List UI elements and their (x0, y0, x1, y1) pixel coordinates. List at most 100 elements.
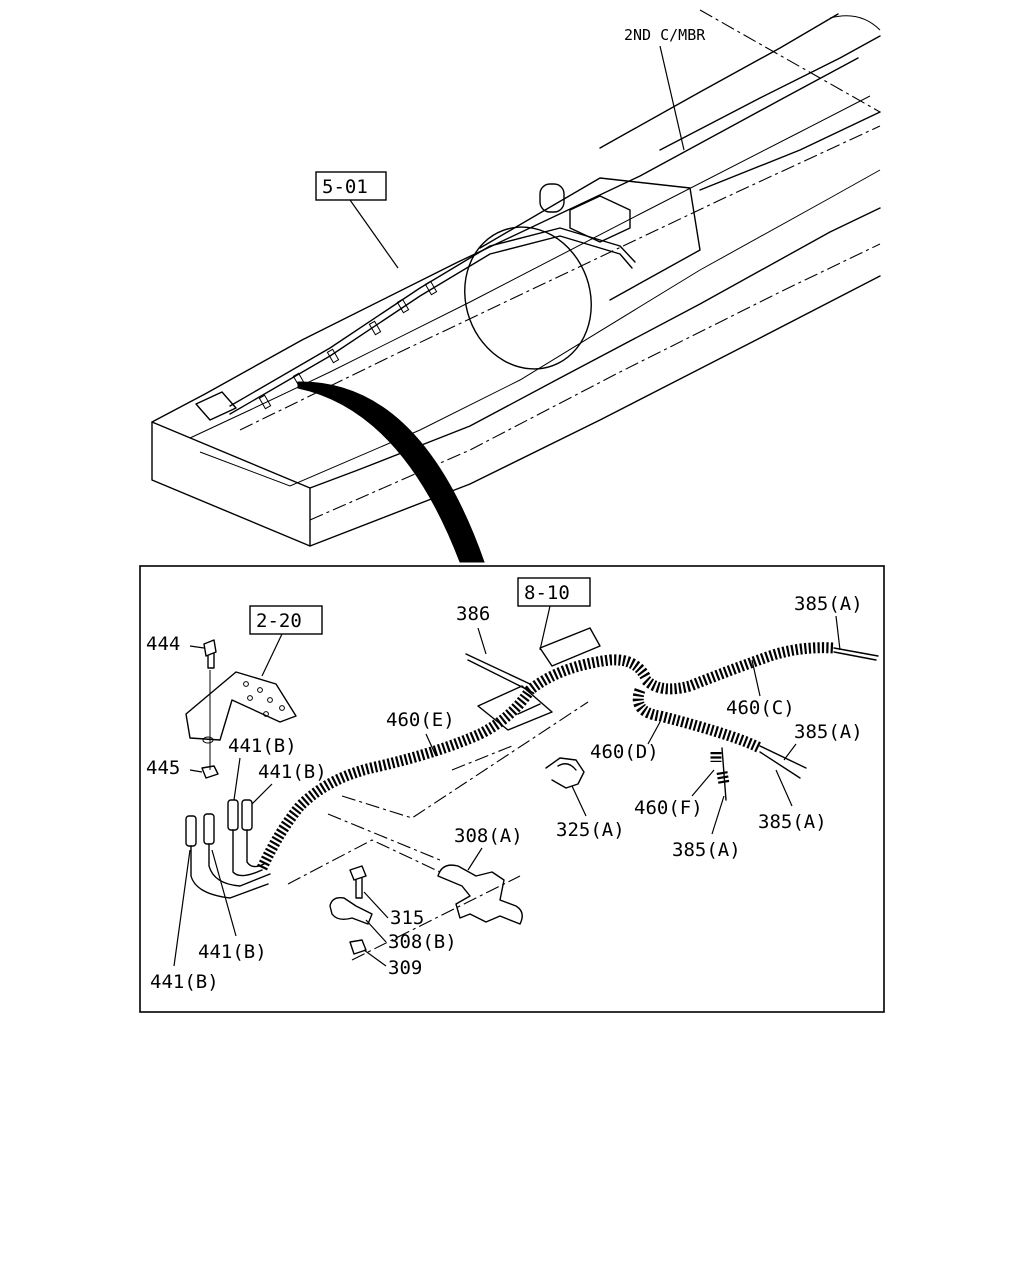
ref-label-2-20: 2-20 (256, 610, 302, 632)
bracket-holes (202, 681, 285, 744)
harness-460d (632, 688, 763, 753)
part-444-label: 444 (146, 633, 180, 655)
leader-308a (467, 847, 483, 871)
frame-rail-far-2 (659, 35, 881, 151)
leader-5-01 (349, 199, 399, 269)
bracket-on-frame (195, 391, 237, 421)
bracket-2-20 (185, 671, 297, 741)
leader-2-20 (261, 633, 283, 677)
leader-308b (365, 919, 387, 943)
harness-clips (258, 280, 438, 410)
rail-centerline (239, 125, 881, 431)
frame-rail-far (599, 13, 839, 149)
part-385a-label-2: 385(A) (794, 721, 863, 743)
harness-460f (710, 752, 730, 785)
wire-385a-top (833, 647, 879, 657)
frame-rail-inner-edge (189, 95, 871, 439)
part-460f-label: 460(F) (634, 797, 703, 819)
ref-box-2-20 (249, 605, 323, 635)
grommet-386 (465, 653, 531, 691)
part-441b-label-4: 441(B) (150, 971, 219, 993)
crossmember-centerline (699, 9, 881, 113)
part-441b-label-2: 441(B) (258, 761, 327, 783)
ref-label-8-10: 8-10 (524, 582, 570, 604)
part-385a-label-1: 385(A) (794, 593, 863, 615)
harness-bracket (477, 685, 553, 731)
leader-460c (751, 659, 761, 697)
wire-385a-mid (759, 745, 807, 769)
clip-325a (545, 757, 585, 789)
detail-harness: 2-20 444 445 441(B) 441(B) 441(B) 441(B) (146, 577, 879, 993)
fuel-tank-body (479, 177, 701, 301)
corner-curve (829, 15, 881, 31)
nut-309 (349, 939, 367, 955)
frame-rail-top-left (151, 57, 859, 423)
part-309-label: 309 (388, 957, 422, 979)
leader-441b-1 (233, 757, 241, 801)
frame-rail-far-3 (699, 111, 881, 191)
leader-441b-3 (211, 849, 237, 937)
frame-stub (539, 627, 601, 667)
part-441b-label-3: 441(B) (198, 941, 267, 963)
frame-rail-bottom (309, 275, 881, 547)
leader-441b-2 (251, 783, 273, 805)
leader-460d (647, 721, 661, 745)
install-guide-5 (451, 745, 513, 771)
leader-460e (425, 733, 437, 757)
leader-385a-1 (835, 615, 841, 651)
install-guide-3 (287, 839, 441, 885)
clamp-308a (437, 864, 523, 925)
frame-rail-inner-edge-2 (199, 169, 881, 487)
leader-441b-4 (173, 849, 191, 967)
crossmember-cylinder (539, 183, 565, 213)
harness-on-frame-2 (229, 235, 633, 415)
bolt-444 (203, 639, 217, 669)
install-guide-1 (341, 701, 589, 819)
leader-386 (477, 627, 487, 655)
ref-box-5-01 (315, 171, 387, 201)
part-385a-label-3: 385(A) (758, 811, 827, 833)
wire-385a-low (721, 747, 727, 801)
leader-member-note (659, 45, 685, 151)
harness-460c (642, 642, 835, 695)
leader-460f (691, 769, 715, 797)
part-315-label: 315 (390, 907, 424, 929)
leader-8-10 (539, 605, 551, 651)
detail-panel (139, 565, 885, 1013)
leader-315 (363, 891, 389, 919)
connectors-441b (185, 799, 271, 899)
ref-box-8-10 (517, 577, 591, 607)
part-460e-label: 460(E) (386, 709, 455, 731)
fuel-tank (464, 226, 592, 370)
leader-385a-4 (711, 795, 725, 835)
part-308b-label: 308(B) (388, 931, 457, 953)
member-note-label: 2ND C/MBR (624, 26, 706, 44)
harness-460e (257, 654, 651, 871)
bolt-315 (349, 865, 367, 899)
part-386-label: 386 (456, 603, 490, 625)
leader-385a-2 (783, 743, 797, 761)
leader-309 (363, 949, 387, 967)
leader-445 (189, 769, 203, 773)
detail-zoom-arc (297, 381, 485, 563)
frame-rail-front-block (151, 421, 311, 547)
clamp-308b (329, 896, 373, 925)
part-308a-label: 308(A) (454, 825, 523, 847)
part-325a-label: 325(A) (556, 819, 625, 841)
part-460c-label: 460(C) (726, 697, 795, 719)
chassis-overview: 5-01 2ND C/MBR (151, 9, 881, 563)
install-guide-2 (327, 813, 441, 861)
install-guide-4 (351, 875, 521, 961)
frame-rail-top-right (309, 207, 881, 489)
crossmember-box (569, 195, 631, 243)
nut-445 (201, 765, 219, 779)
ref-label-5-01: 5-01 (322, 176, 368, 198)
part-445-label: 445 (146, 757, 180, 779)
leader-325a (571, 785, 587, 817)
rail-centerline-2 (309, 243, 881, 521)
leader-385a-3 (775, 769, 793, 807)
wire-385a-mid-2 (759, 751, 801, 779)
leader-444 (189, 645, 205, 649)
part-441b-label-1: 441(B) (228, 735, 297, 757)
